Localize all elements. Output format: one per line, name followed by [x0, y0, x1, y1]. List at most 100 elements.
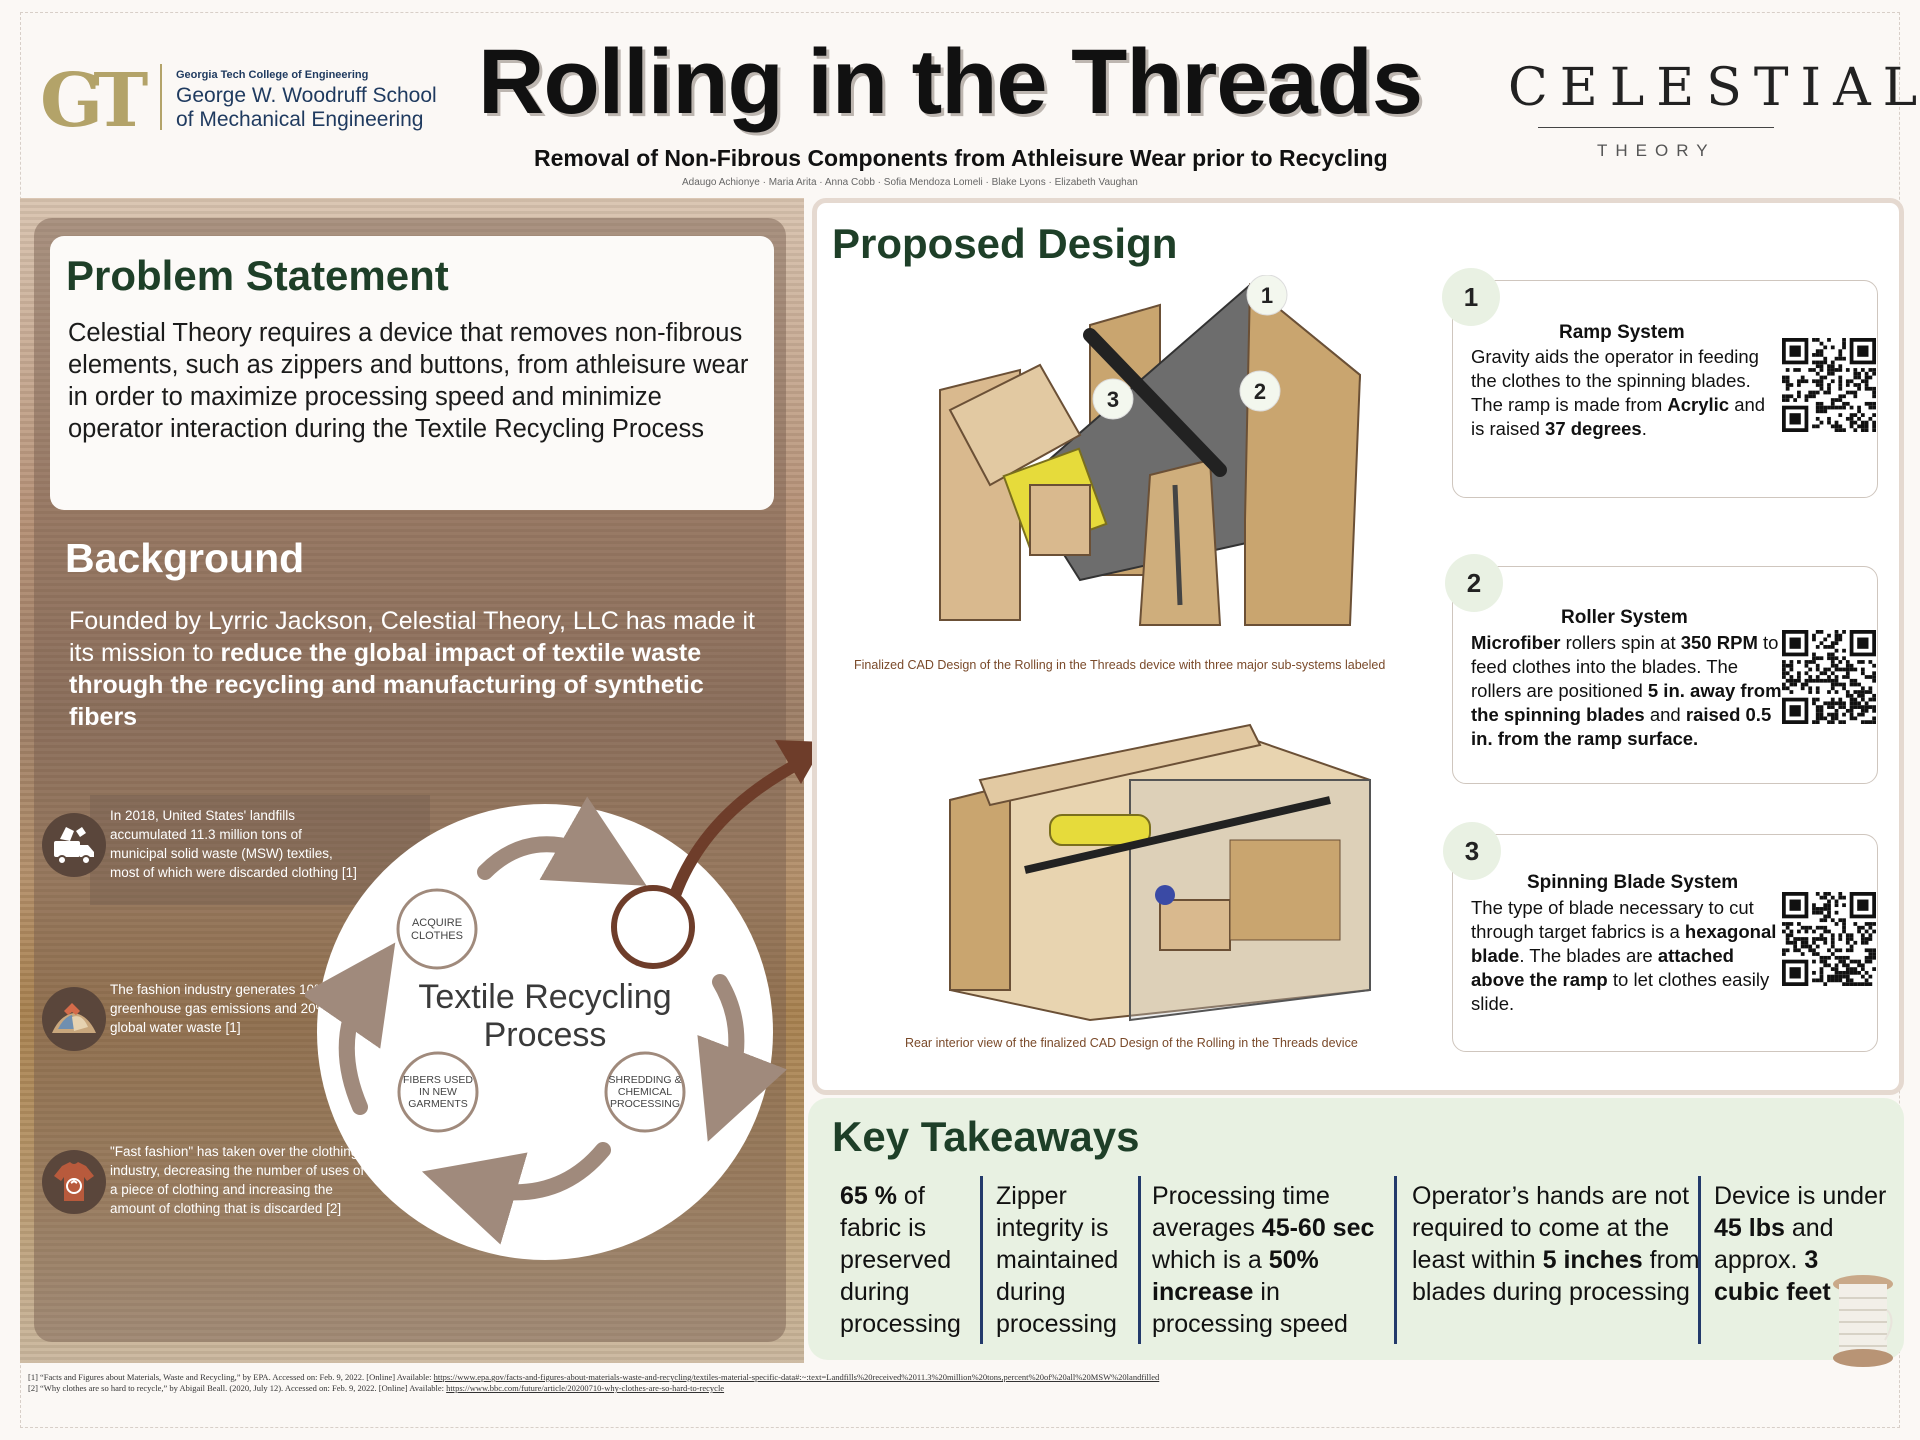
step-fibers-node — [397, 1051, 479, 1133]
takeaway-zipper: Zipper integrity is maintained during pr… — [996, 1180, 1141, 1340]
takeaway-bold: 50% increase — [1152, 1246, 1319, 1306]
brand-rule — [1538, 127, 1774, 128]
takeaway-divider — [1698, 1176, 1701, 1344]
blade-text-part: to let clothes easily slide. — [1471, 969, 1770, 1014]
reference-1: [1] “Facts and Figures about Materials, … — [28, 1372, 1159, 1382]
roller-system-badge: 2 — [1445, 554, 1503, 612]
takeaway-divider — [1394, 1176, 1397, 1344]
reference-link[interactable]: https://www.bbc.com/future/article/20200… — [446, 1383, 725, 1393]
theory-brand: THEORY — [1597, 141, 1716, 160]
landfill-truck-icon — [42, 813, 106, 877]
school-name-line1: George W. Woodruff School — [176, 84, 437, 107]
reference-text: [1] “Facts and Figures about Materials, … — [28, 1372, 434, 1382]
ramp-text-part: Gravity aids the operator in feeding the… — [1471, 346, 1759, 415]
author-list: Adaugo Achionye · Maria Arita · Anna Cob… — [682, 177, 1138, 188]
celestial-brand: CELESTIAL — [1508, 58, 1920, 118]
cycle-arrow — [697, 974, 788, 1142]
takeaway-text: Device is under — [1714, 1182, 1887, 1210]
takeaway-processing-time: Processing time averages 45-60 sec which… — [1152, 1180, 1392, 1340]
logo-divider — [160, 64, 162, 130]
ramp-system-badge: 1 — [1442, 268, 1500, 326]
roller-system-text: Microfiber rollers spin at 350 RPM to fe… — [1471, 631, 1791, 751]
cad-front-render: 3 2 1 — [939, 275, 1362, 626]
takeaway-text: Processing time averages — [1152, 1182, 1330, 1242]
roller-text-bold: 350 RPM — [1680, 632, 1758, 653]
poster-title: Rolling in the Threads — [478, 31, 1423, 133]
ramp-text-part: and is raised — [1471, 394, 1766, 439]
qr-code[interactable] — [1782, 892, 1876, 986]
key-takeaways-title: Key Takeaways — [832, 1113, 1140, 1160]
step-fibers-line1: FIBERS USED — [403, 1074, 473, 1086]
qr-code[interactable] — [1782, 338, 1876, 432]
school-name-line2: of Mechanical Engineering — [176, 108, 424, 131]
svg-text:GT: GT — [40, 60, 148, 136]
fact-emissions-text: The fashion industry generates 10% of al… — [110, 982, 359, 1035]
cad-label-3: 3 — [1107, 387, 1119, 412]
roller-text-part: and — [1644, 704, 1686, 725]
fact-landfill-text: In 2018, United States' landfills accumu… — [110, 808, 357, 880]
takeaway-divider — [980, 1176, 983, 1344]
step-shredding-line3: PROCESSING — [610, 1098, 680, 1110]
takeaway-operator-safety: Operator’s hands are not required to com… — [1412, 1180, 1702, 1308]
reference-2: [2] “Why clothes are so hard to recycle,… — [28, 1383, 724, 1393]
takeaway-text: in processing speed — [1152, 1278, 1348, 1338]
ramp-text-bold: 37 degrees — [1545, 418, 1642, 439]
device-step-ring — [611, 885, 695, 969]
takeaway-device-size: Device is under 45 lbs and approx. 3 cub… — [1714, 1180, 1889, 1308]
takeaway-text: from blades during processing — [1412, 1246, 1700, 1306]
step-shredding-node — [604, 1051, 686, 1133]
takeaway-bold: 45-60 sec — [1261, 1214, 1375, 1242]
takeaway-bold: 45 lbs — [1714, 1214, 1785, 1242]
problem-statement-text: Celestial Theory requires a device that … — [68, 319, 749, 443]
reference-text: [2] “Why clothes are so hard to recycle,… — [28, 1383, 447, 1393]
background-title: Background — [65, 535, 305, 581]
takeaway-text: which is a — [1152, 1246, 1269, 1274]
fact-fast-fashion-text: "Fast fashion" has taken over the clothi… — [110, 1144, 365, 1216]
qr-code[interactable] — [1782, 630, 1876, 724]
blade-text-bold: hexagonal blade — [1471, 921, 1777, 966]
takeaway-text: of fabric is preserved during processing — [840, 1182, 961, 1338]
thread-spool-icon — [1833, 1275, 1893, 1367]
cad-front-caption: Finalized CAD Design of the Rolling in t… — [854, 658, 1386, 672]
takeaway-fabric: 65 % of fabric is preserved during proce… — [840, 1180, 980, 1340]
roller-text-bold: raised 0.5 in. from the ramp surface. — [1471, 704, 1772, 749]
step-shredding-line2: CHEMICAL — [618, 1086, 672, 1098]
cycle-arrow — [477, 796, 647, 886]
takeaway-bold: 65 % — [840, 1182, 897, 1210]
blade-system-badge: 3 — [1443, 822, 1501, 880]
blade-text-part: . The blades are — [1519, 945, 1658, 966]
reference-link[interactable]: https://www.epa.gov/facts-and-figures-ab… — [433, 1372, 1160, 1382]
step-acquire-line1: ACQUIRE — [412, 917, 462, 929]
cad-rear-render — [949, 723, 1371, 1022]
blade-text-bold: attached above the ramp — [1471, 945, 1734, 990]
ramp-system-title: Ramp System — [1559, 322, 1685, 343]
problem-statement-title: Problem Statement — [66, 252, 449, 299]
blade-system-text: The type of blade necessary to cut throu… — [1471, 896, 1787, 1016]
roller-text-bold: 5 in. away from the spinning blades — [1471, 680, 1782, 725]
cycle-title-line2: Process — [484, 1016, 607, 1054]
takeaway-text: and approx. — [1714, 1214, 1834, 1274]
shirt-recycle-icon — [42, 1150, 106, 1214]
poster-subtitle: Removal of Non-Fibrous Components from A… — [534, 145, 1388, 171]
background-text: Founded by Lyrric Jackson, Celestial The… — [69, 605, 759, 733]
key-takeaways-panel — [808, 1098, 1904, 1360]
cad-label-2: 2 — [1254, 379, 1266, 404]
cad-rear-caption: Rear interior view of the finalized CAD … — [905, 1036, 1358, 1050]
takeaway-divider — [1138, 1176, 1141, 1344]
proposed-design-title: Proposed Design — [832, 220, 1178, 267]
background-text-bold: reduce the global impact of textile wast… — [69, 639, 704, 731]
blade-system-title: Spinning Blade System — [1527, 872, 1739, 893]
cad-label-1: 1 — [1261, 283, 1273, 308]
college-name: Georgia Tech College of Engineering — [176, 69, 369, 81]
ramp-text-bold: Acrylic — [1667, 394, 1730, 415]
ramp-system-text: Gravity aids the operator in feeding the… — [1471, 345, 1771, 441]
takeaway-bold: 5 inches — [1542, 1246, 1643, 1274]
textile-recycling-cycle: ACQUIRE CLOTHES SHREDDING & CHEMICAL PRO… — [305, 740, 825, 1260]
step-acquire-line2: CLOTHES — [411, 930, 463, 942]
cycle-arrow — [421, 1142, 611, 1245]
roller-text-part: to feed clothes into the blades. The rol… — [1471, 632, 1779, 701]
roller-system-title: Roller System — [1561, 607, 1688, 628]
takeaway-text: Operator’s hands are not required to com… — [1412, 1182, 1690, 1274]
roller-text-part: rollers spin at — [1560, 632, 1681, 653]
step-fibers-line2: IN NEW — [419, 1086, 457, 1098]
